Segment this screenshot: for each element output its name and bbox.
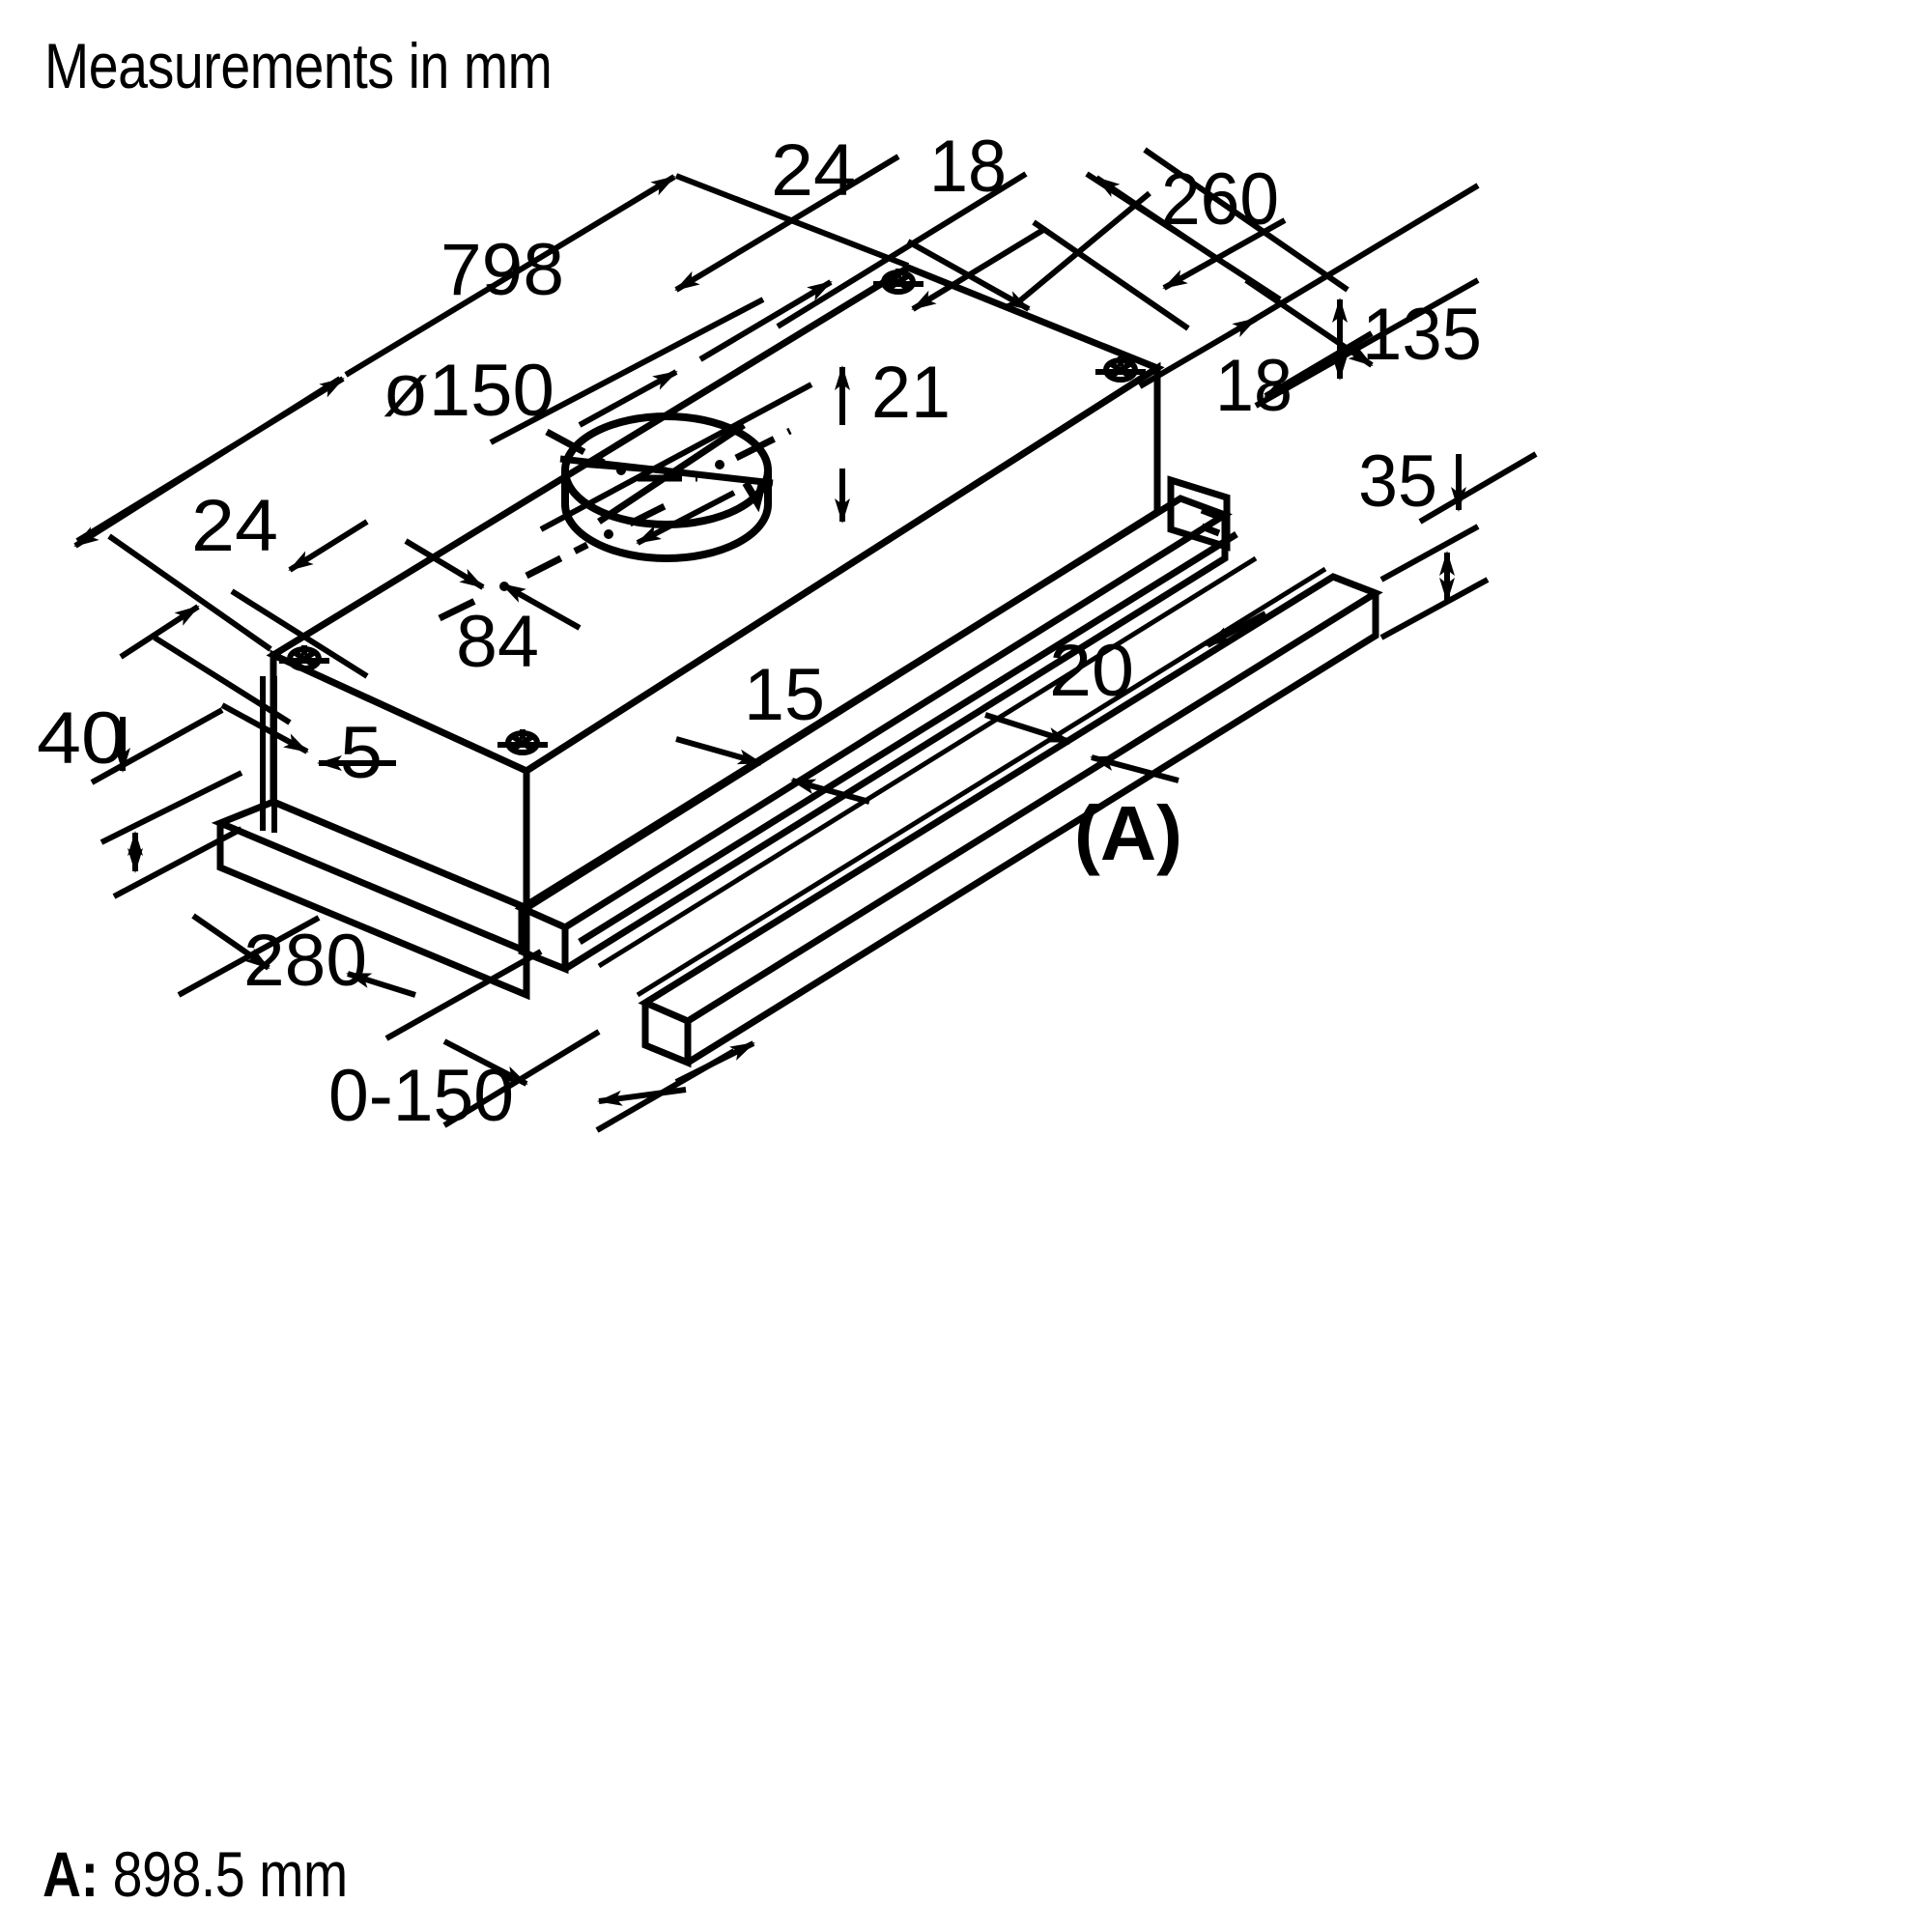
outlet-axis-lines (559, 422, 774, 525)
dim-260-label: 260 (1161, 158, 1279, 241)
air-outlet-duct (561, 412, 772, 562)
dim-798-label: 798 (440, 229, 564, 311)
dim-40-label: 40 (37, 697, 126, 780)
dim-diameter-150-label: ø150 (383, 350, 554, 432)
footer-label: A: (43, 1838, 99, 1910)
footer-value: 898.5 mm (112, 1838, 349, 1910)
dim-24-left-label: 24 (191, 485, 278, 567)
dim-21-label: 21 (871, 352, 951, 434)
dim-A-callout-label: (A) (1074, 790, 1182, 876)
pullout-slider (514, 475, 1383, 1068)
dim-280-label: 280 (243, 920, 367, 1002)
screw-marks (279, 269, 1146, 755)
dim-18-top-label: 18 (929, 126, 1007, 208)
dim-84-label: 84 (456, 601, 539, 683)
dimension-lines (73, 147, 1538, 1133)
dim-24-top-label: 24 (771, 129, 856, 212)
footer-note: A: 898.5 mm (43, 1837, 348, 1911)
dim-35-label: 35 (1358, 440, 1437, 523)
page-title: Measurements in mm (44, 30, 553, 101)
dim-135-label: 135 (1362, 294, 1482, 376)
dim-0-150-label: 0-150 (328, 1055, 514, 1137)
dim-20-label: 20 (1049, 630, 1134, 712)
dim-5-label: 5 (340, 712, 383, 794)
dimension-labels: 798 24 18 260 135 18 35 ø150 21 24 84 40… (37, 126, 1482, 1137)
dim-15-label: 15 (744, 654, 825, 736)
dim-18-right-label: 18 (1215, 345, 1293, 427)
